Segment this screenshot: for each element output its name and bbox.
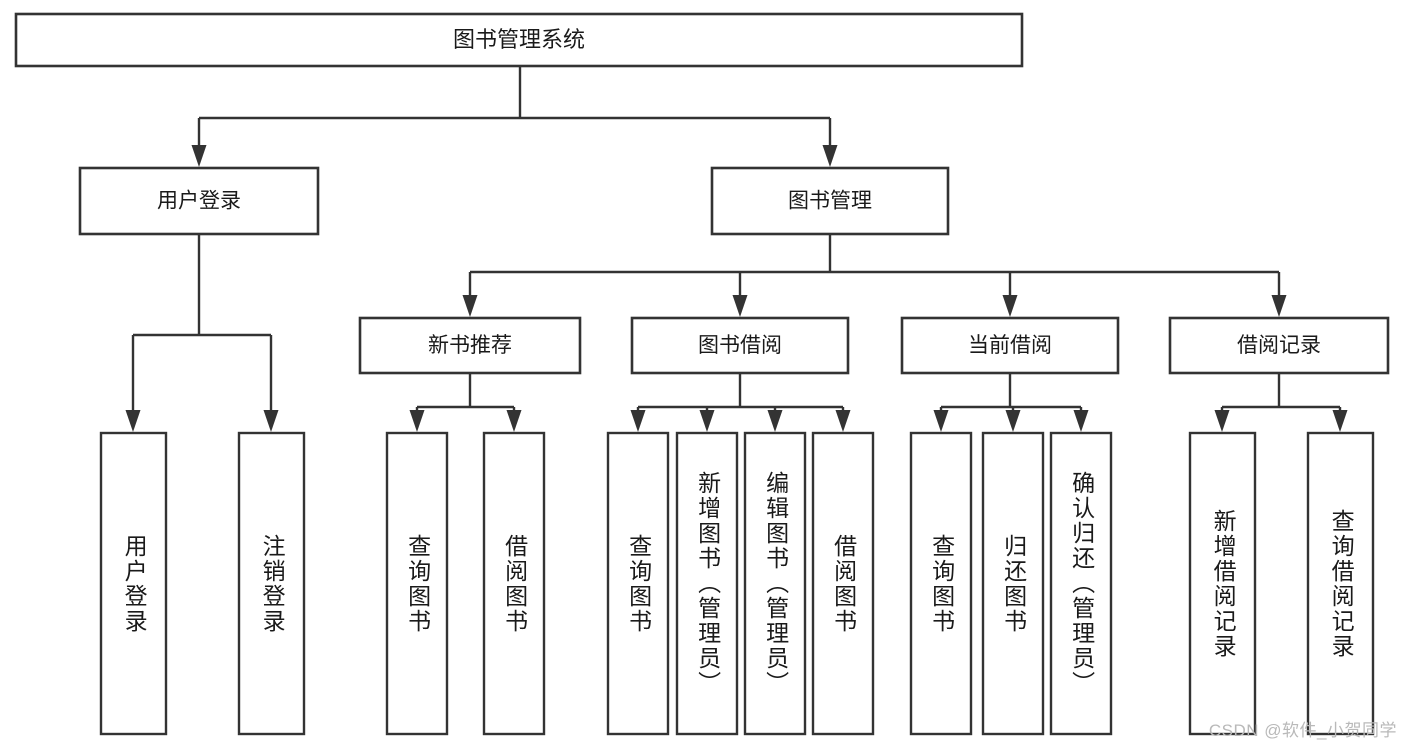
arrow-head-icon bbox=[1271, 295, 1287, 317]
node-level3-借阅记录[interactable]: 借阅记录 bbox=[1168, 316, 1390, 375]
node-box[interactable] bbox=[237, 431, 306, 736]
arrow-head-icon bbox=[191, 145, 207, 167]
arrow-head-icon bbox=[263, 410, 279, 432]
arrow-head-icon bbox=[1332, 410, 1348, 432]
node-box[interactable] bbox=[981, 431, 1045, 736]
connector-group-current-to-leaves bbox=[933, 373, 1089, 432]
node-root[interactable]: 图书管理系统 bbox=[14, 12, 1024, 68]
connector-group-login-to-leaves bbox=[125, 234, 279, 432]
arrow-head-icon bbox=[125, 410, 141, 432]
watermark-text: CSDN @软件_小贺同学 bbox=[1208, 721, 1397, 740]
node-label: 图书借阅 bbox=[698, 334, 782, 357]
node-leaf-图书借阅-新增图书管理员[interactable] bbox=[675, 431, 739, 736]
arrow-head-icon bbox=[933, 410, 949, 432]
node-leaf-当前借阅-查询图书[interactable] bbox=[909, 431, 973, 736]
node-root-box[interactable] bbox=[14, 12, 1024, 68]
node-box[interactable] bbox=[385, 431, 449, 736]
arrow-head-icon bbox=[699, 410, 715, 432]
node-label: 新书推荐 bbox=[428, 334, 512, 357]
node-label: 用户登录 bbox=[157, 190, 241, 213]
node-box[interactable] bbox=[630, 316, 850, 375]
node-leaf-新书推荐-借阅图书[interactable] bbox=[482, 431, 546, 736]
node-leaf-借阅记录-新增借阅记录[interactable] bbox=[1188, 431, 1257, 736]
node-box[interactable] bbox=[99, 431, 168, 736]
node-box[interactable] bbox=[482, 431, 546, 736]
arrow-head-icon bbox=[1005, 410, 1021, 432]
arrow-head-icon bbox=[462, 295, 478, 317]
node-box[interactable] bbox=[900, 316, 1120, 375]
node-leaf-用户登录-用户登录[interactable] bbox=[99, 431, 168, 736]
arrow-head-icon bbox=[506, 410, 522, 432]
node-box[interactable] bbox=[909, 431, 973, 736]
arrow-head-icon bbox=[409, 410, 425, 432]
node-level2-用户登录[interactable]: 用户登录 bbox=[78, 166, 320, 236]
node-box[interactable] bbox=[1188, 431, 1257, 736]
node-level3-图书借阅[interactable]: 图书借阅 bbox=[630, 316, 850, 375]
connector-group-newbook-to-leaves bbox=[409, 373, 522, 432]
node-leaf-当前借阅-归还图书[interactable] bbox=[981, 431, 1045, 736]
node-box[interactable] bbox=[1168, 316, 1390, 375]
arrow-head-icon bbox=[1002, 295, 1018, 317]
node-box[interactable] bbox=[811, 431, 875, 736]
arrow-head-icon bbox=[1073, 410, 1089, 432]
arrow-head-icon bbox=[1214, 410, 1230, 432]
node-box[interactable] bbox=[358, 316, 582, 375]
node-level3-当前借阅[interactable]: 当前借阅 bbox=[900, 316, 1120, 375]
node-box[interactable] bbox=[675, 431, 739, 736]
arrow-head-icon bbox=[732, 295, 748, 317]
node-box[interactable] bbox=[710, 166, 950, 236]
node-leaf-借阅记录-查询借阅记录[interactable] bbox=[1306, 431, 1375, 736]
node-label: 当前借阅 bbox=[968, 334, 1052, 357]
connector-group-root-to-level2 bbox=[191, 66, 838, 167]
node-leaf-图书借阅-查询图书[interactable] bbox=[606, 431, 670, 736]
arrow-head-icon bbox=[630, 410, 646, 432]
node-leaf-用户登录-注销登录[interactable] bbox=[237, 431, 306, 736]
node-leaf-新书推荐-查询图书[interactable] bbox=[385, 431, 449, 736]
node-level2-图书管理[interactable]: 图书管理 bbox=[710, 166, 950, 236]
arrow-head-icon bbox=[835, 410, 851, 432]
arrow-head-icon bbox=[822, 145, 838, 167]
node-box[interactable] bbox=[743, 431, 807, 736]
node-level3-新书推荐[interactable]: 新书推荐 bbox=[358, 316, 582, 375]
connector-group-bookmgmt-to-level3 bbox=[462, 234, 1287, 317]
node-box[interactable] bbox=[78, 166, 320, 236]
node-leaf-当前借阅-确认归还管理员[interactable] bbox=[1049, 431, 1113, 736]
node-leaf-图书借阅-借阅图书[interactable] bbox=[811, 431, 875, 736]
connector-group-borrow-to-leaves bbox=[630, 373, 851, 432]
node-box[interactable] bbox=[1049, 431, 1113, 736]
node-box[interactable] bbox=[1306, 431, 1375, 736]
arrow-head-icon bbox=[767, 410, 783, 432]
node-leaf-图书借阅-编辑图书管理员[interactable] bbox=[743, 431, 807, 736]
node-box[interactable] bbox=[606, 431, 670, 736]
connector-group-records-to-leaves bbox=[1214, 373, 1348, 432]
node-label: 图书管理 bbox=[788, 190, 872, 213]
node-label: 借阅记录 bbox=[1237, 334, 1321, 357]
node-root-label: 图书管理系统 bbox=[453, 27, 585, 52]
